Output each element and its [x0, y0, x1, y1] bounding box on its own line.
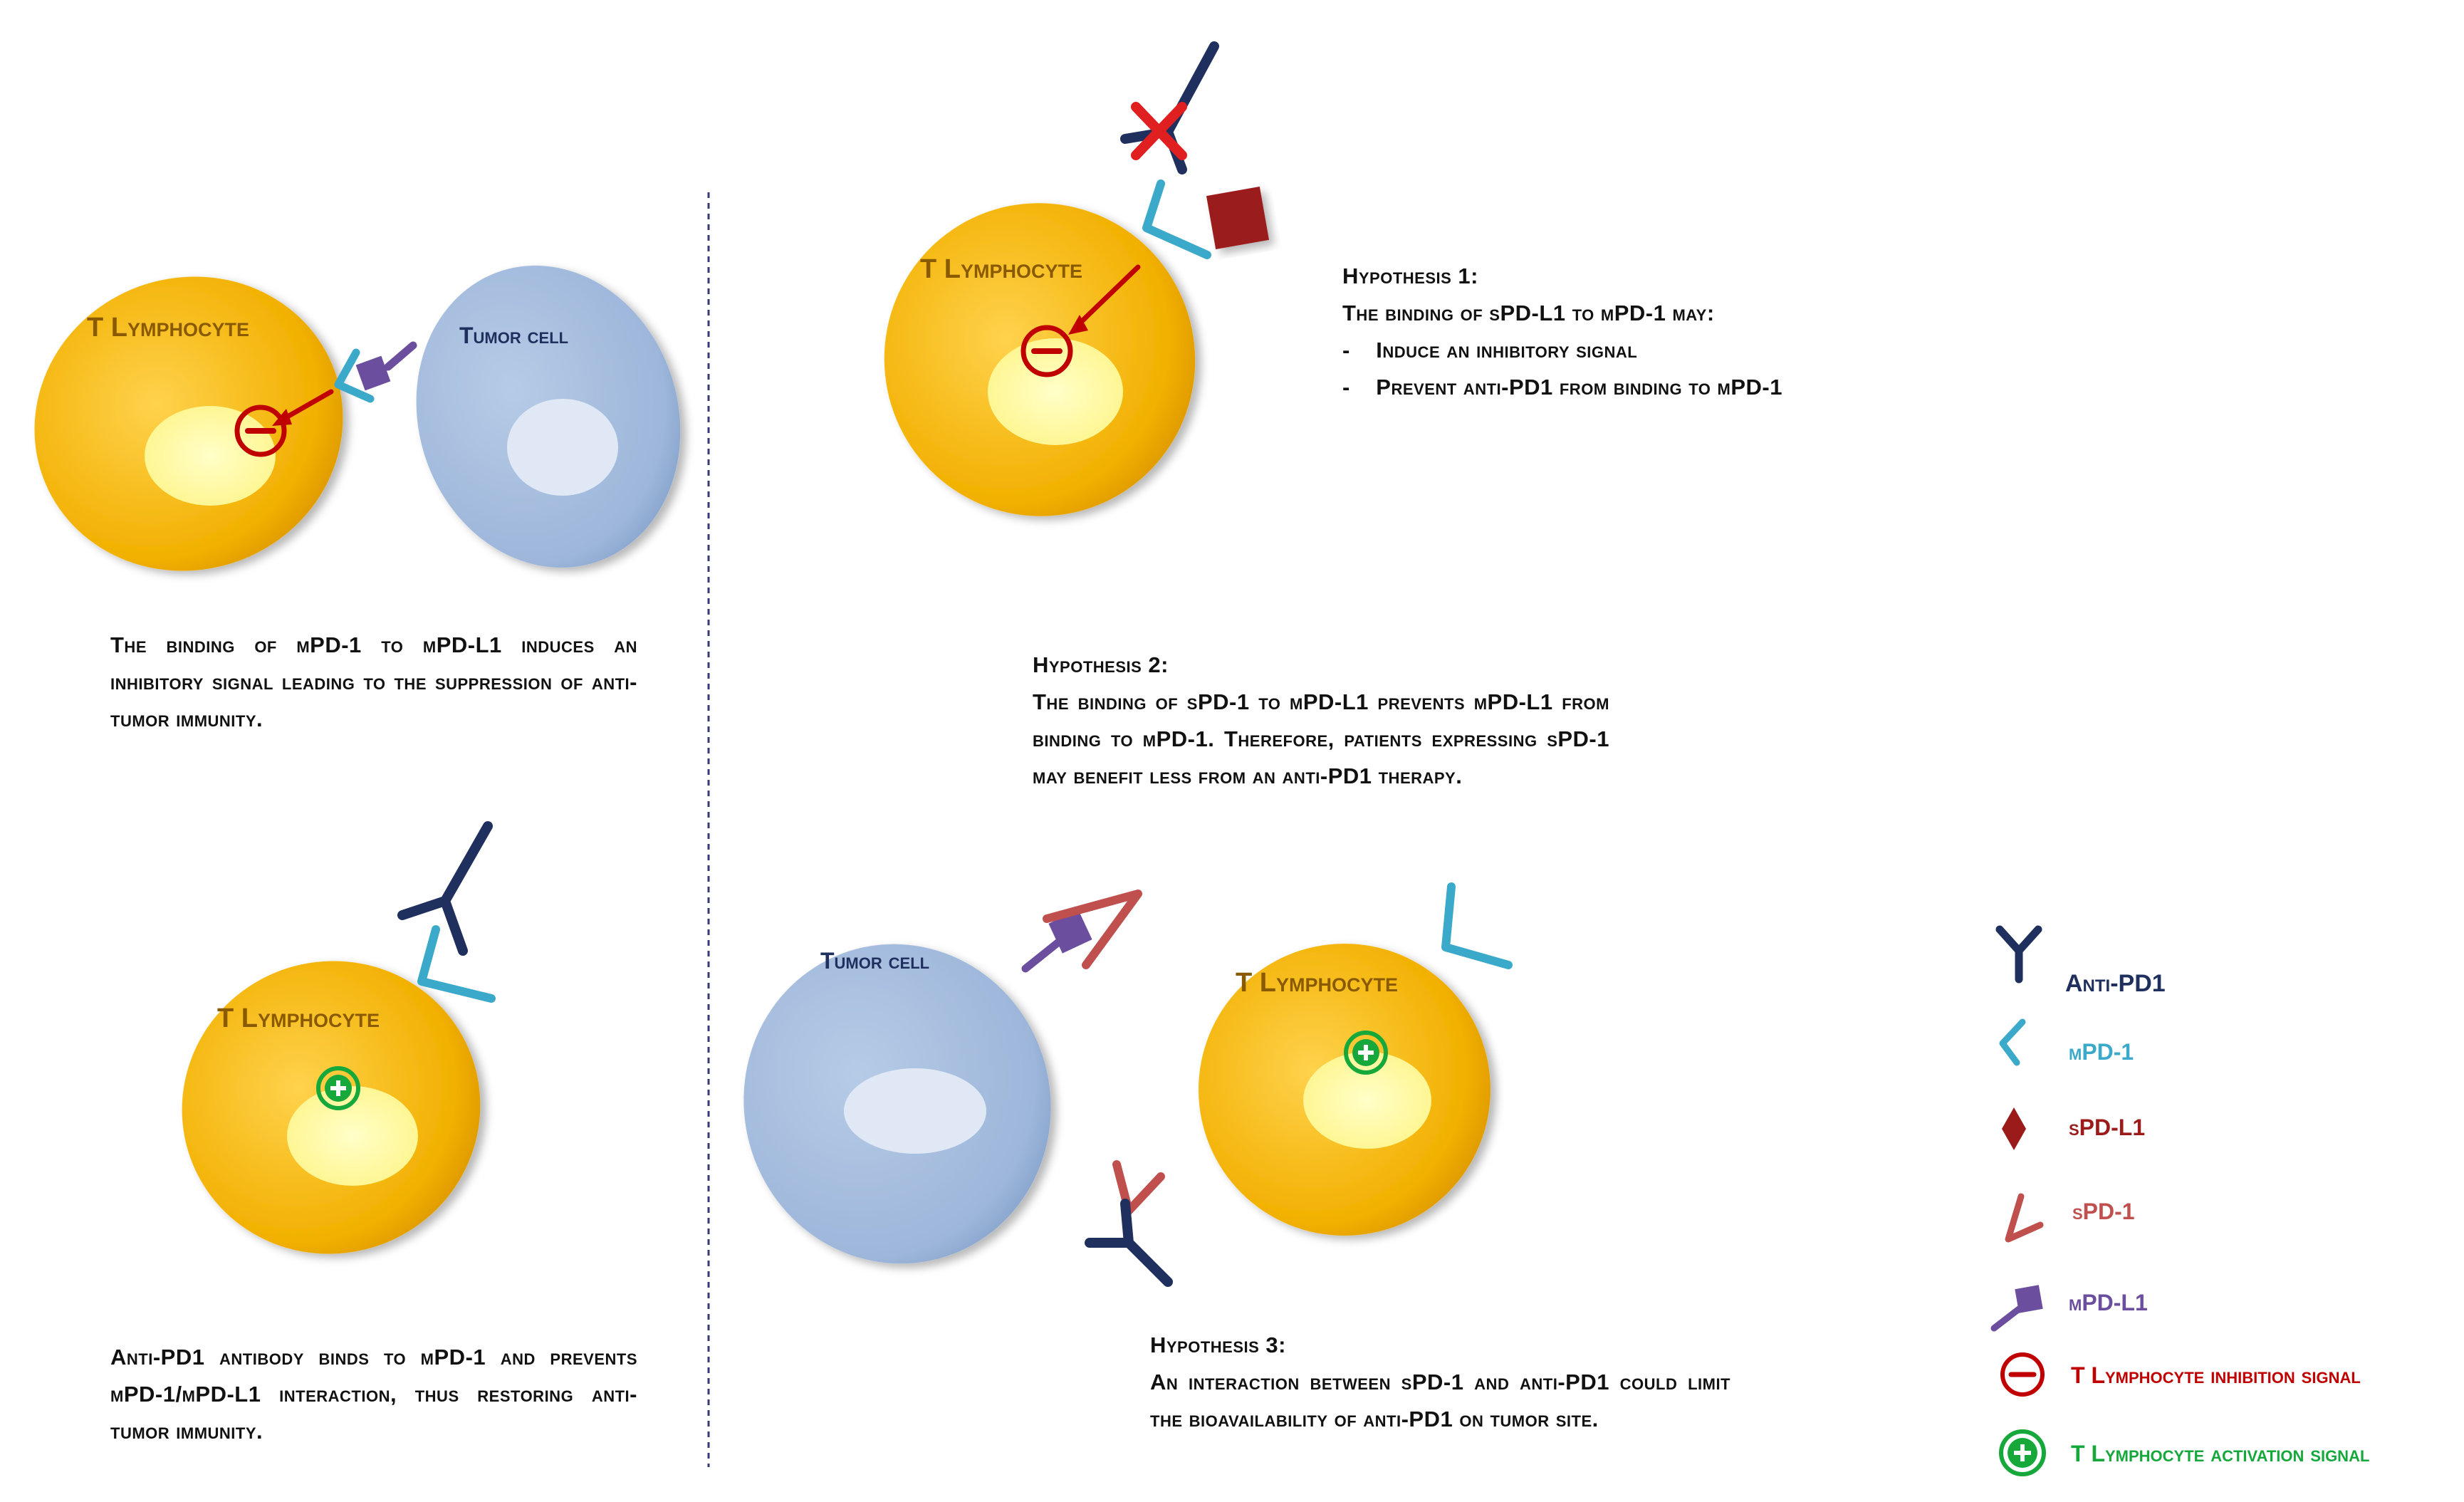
t-lymphocyte-label: T Lymphocyte: [1236, 968, 1398, 998]
spd1-icon: [2005, 1193, 2044, 1243]
blocked-cross-icon: [1131, 102, 1187, 160]
legend-label-mpdl1: mPD-L1: [2069, 1290, 2148, 1315]
inhibition-signal-icon: [234, 405, 287, 457]
legend-label-inhibition: T Lymphocyte inhibition signal: [2071, 1362, 2361, 1388]
hyp1-point: Prevent anti-PD1 from binding to mPD-1: [1342, 369, 1983, 406]
mpdl1-icon: [1990, 1285, 2043, 1332]
mpd1-icon: [1999, 1018, 2026, 1066]
mpd1-receptor: [334, 348, 375, 403]
legend-label-spd1: sPD-1: [2072, 1199, 2135, 1224]
mpdl1-marker: [1021, 909, 1092, 973]
panel-a-caption: The binding of mPD-1 to mPD-L1 induces a…: [110, 632, 637, 731]
activation-signal-icon: [1344, 1031, 1388, 1075]
inhibition-arrow: [1068, 264, 1141, 335]
t-cell-nucleus: [145, 406, 276, 506]
hyp2-diagram: Tumor cell T Lymphocyte: [743, 882, 1513, 1264]
panel-b-caption: Anti-PD1 antibody binds to mPD-1 and pre…: [110, 1345, 637, 1444]
hyp2-title: Hypothesis 2:: [1033, 652, 1169, 677]
hyp1-points: Induce an inhibitory signal Prevent anti…: [1342, 332, 1983, 406]
t-cell-nucleus: [988, 338, 1123, 445]
anti-pd1-icon: [1995, 925, 2042, 984]
legend-label-anti-pd1: Anti-PD1: [2065, 970, 2166, 997]
mpd1-receptor: [1142, 179, 1211, 259]
hyp1-point: Induce an inhibitory signal: [1342, 332, 1983, 369]
panel-b-diagram: T Lymphocyte: [182, 821, 496, 1254]
mpd1-receptor: [1441, 882, 1513, 969]
hyp1-caption: Hypothesis 1: The binding of sPD-L1 to m…: [1342, 258, 1983, 406]
hyp3-title: Hypothesis 3:: [1150, 1332, 1286, 1357]
hyp2-caption: Hypothesis 2: The binding of sPD-1 to mP…: [1033, 647, 1609, 795]
tumor-cell-label: Tumor cell: [459, 323, 568, 348]
panel-a-diagram: T Lymphocyte Tumor cell: [34, 265, 681, 571]
hyp1-title: Hypothesis 1:: [1342, 264, 1478, 288]
t-lymphocyte-label: T Lymphocyte: [217, 1003, 380, 1033]
spd1-receptor: [1043, 890, 1142, 969]
hyp1-lead: The binding of sPD-L1 to mPD-1 may:: [1342, 301, 1715, 325]
anti-pd1-antibody: [1085, 1199, 1173, 1287]
t-lymphocyte-label: T Lymphocyte: [920, 254, 1082, 284]
t-cell-nucleus: [1303, 1052, 1431, 1149]
inhibition-signal-icon: [1020, 325, 1073, 377]
tumor-cell-nucleus: [507, 399, 618, 496]
activation-signal-icon: [1999, 1429, 2046, 1476]
hyp3-text: An interaction between sPD-1 and anti-PD…: [1150, 1370, 1730, 1431]
legend: Anti-PD1 mPD-1 sPD-L1 sPD-1 mPD-L1 T Lym…: [1990, 925, 2369, 1476]
activation-signal-icon: [316, 1066, 360, 1110]
spdl1-icon: [2002, 1107, 2026, 1150]
legend-label-activation: T Lymphocyte activation signal: [2071, 1441, 2369, 1466]
legend-label-mpd1: mPD-1: [2069, 1039, 2134, 1065]
anti-pd1-antibody: [397, 821, 493, 956]
hyp1-diagram: T Lymphocyte: [884, 41, 1270, 516]
spdl1-marker: [1206, 186, 1270, 250]
mpdl1-marker: [355, 341, 417, 391]
hyp3-caption: Hypothesis 3: An interaction between sPD…: [1150, 1327, 1730, 1438]
tumor-cell-label: Tumor cell: [820, 948, 929, 974]
tumor-cell-nucleus: [844, 1068, 986, 1154]
inhibition-signal-icon: [2000, 1352, 2045, 1397]
mpd1-receptor: [417, 925, 496, 1003]
hyp3-diagram: [1085, 1160, 1173, 1287]
legend-label-spdl1: sPD-L1: [2069, 1115, 2145, 1140]
hyp2-text: The binding of sPD-1 to mPD-L1 prevents …: [1033, 689, 1609, 788]
t-lymphocyte-label: T Lymphocyte: [87, 313, 249, 343]
t-cell-nucleus: [287, 1086, 418, 1186]
